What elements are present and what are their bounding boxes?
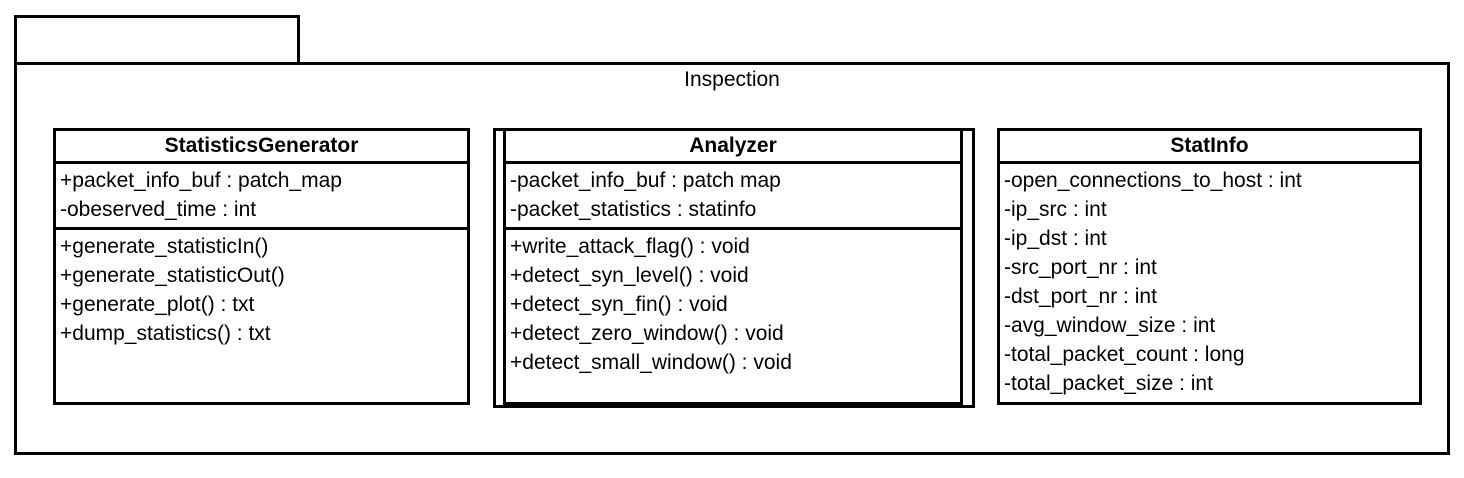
- attribute-row: -obeserved_time : int: [60, 198, 257, 221]
- operation-row: +detect_zero_window() : void: [510, 322, 784, 345]
- attribute-row: +packet_info_buf : patch_map: [60, 169, 342, 192]
- class-name-analyzer: Analyzer: [506, 131, 960, 164]
- package-tab: [14, 15, 300, 62]
- operation-row: +dump_statistics() : txt: [60, 322, 271, 345]
- attribute-row: -dst_port_nr : int: [1004, 285, 1157, 308]
- operation-row: +detect_syn_fin() : void: [510, 293, 728, 316]
- class-name-statinfo: StatInfo: [1000, 131, 1419, 164]
- attribute-row: -ip_src : int: [1004, 198, 1107, 221]
- class-box-statisticsgenerator[interactable]: StatisticsGenerator +packet_info_buf : p…: [53, 128, 470, 405]
- attribute-row: -packet_statistics : statinfo: [510, 198, 757, 221]
- class-name-statisticsgenerator: StatisticsGenerator: [56, 131, 467, 164]
- attribute-row: -ip_dst : int: [1004, 227, 1107, 250]
- attribute-row: -src_port_nr : int: [1004, 256, 1157, 279]
- attribute-row: -total_packet_size : int: [1004, 372, 1213, 395]
- package-title: Inspection: [684, 68, 780, 91]
- attribute-row: -open_connections_to_host : int: [1004, 169, 1302, 192]
- operations-compartment-analyzer: +write_attack_flag() : void +detect_syn_…: [506, 230, 960, 402]
- class-box-statinfo[interactable]: StatInfo -open_connections_to_host : int…: [997, 128, 1422, 405]
- operation-row: +write_attack_flag() : void: [510, 235, 750, 258]
- operations-compartment-statisticsgenerator: +generate_statisticIn() +generate_statis…: [56, 230, 467, 402]
- class-box-analyzer[interactable]: Analyzer -packet_info_buf : patch map -p…: [503, 128, 963, 405]
- attribute-row: -total_packet_count : long: [1004, 343, 1245, 366]
- operation-row: +generate_statisticIn(): [60, 235, 269, 258]
- attributes-compartment-statisticsgenerator: +packet_info_buf : patch_map -obeserved_…: [56, 164, 467, 230]
- attributes-compartment-statinfo: -open_connections_to_host : int -ip_src …: [1000, 164, 1419, 402]
- operation-row: +generate_statisticOut(): [60, 264, 285, 287]
- operation-row: +detect_syn_level() : void: [510, 264, 749, 287]
- operation-row: +generate_plot() : txt: [60, 293, 255, 316]
- attribute-row: -avg_window_size : int: [1004, 314, 1216, 337]
- attributes-compartment-analyzer: -packet_info_buf : patch map -packet_sta…: [506, 164, 960, 230]
- operation-row: +detect_small_window() : void: [510, 351, 792, 374]
- attribute-row: -packet_info_buf : patch map: [510, 169, 781, 192]
